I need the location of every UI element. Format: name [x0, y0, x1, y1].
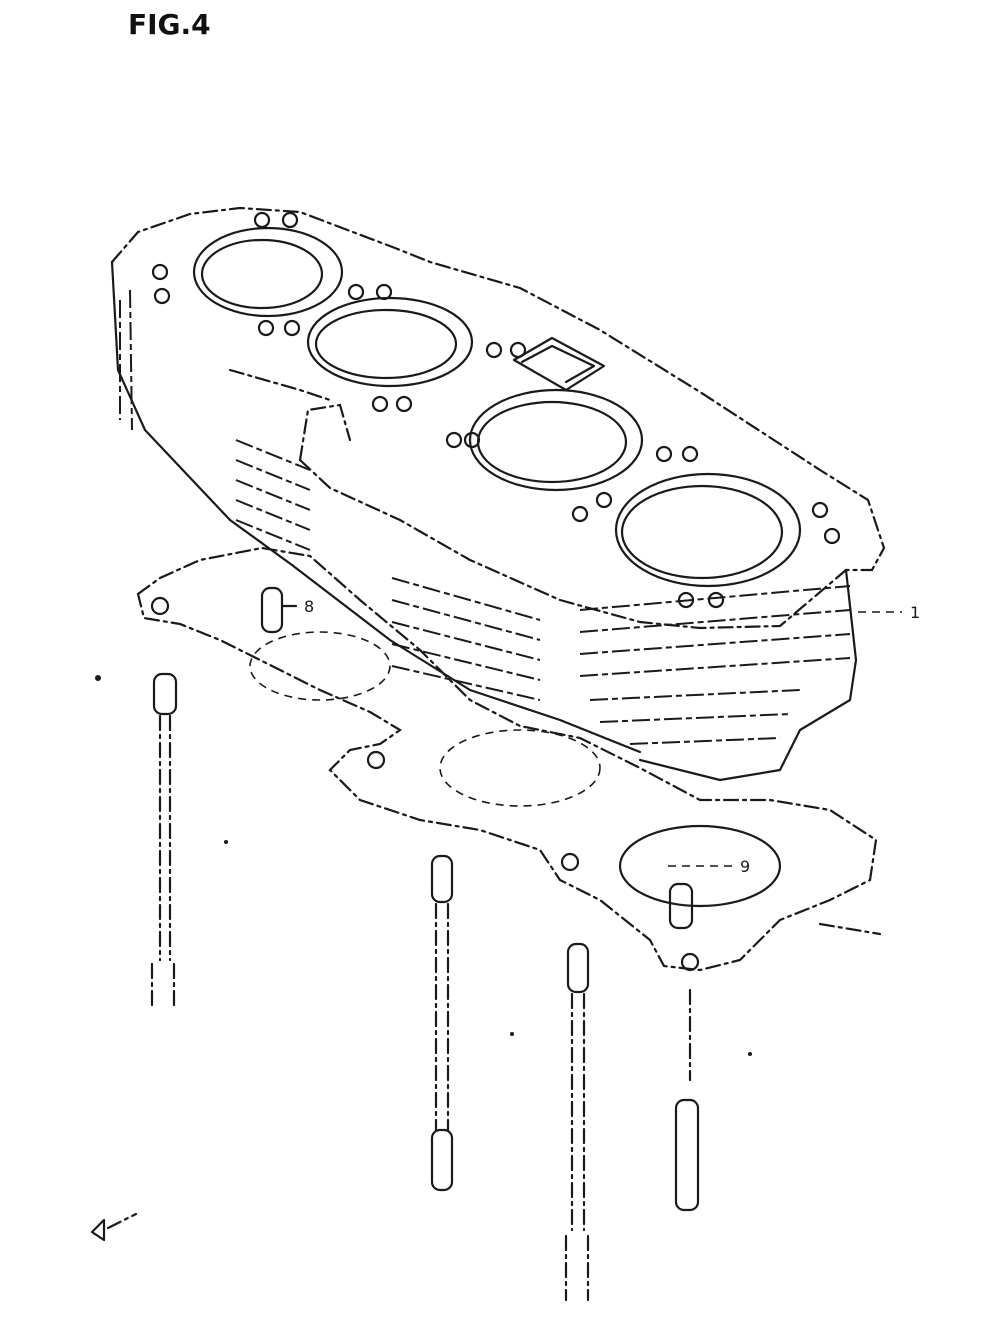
figure-title: FIG.4 — [128, 8, 211, 41]
cylinder-studs — [150, 672, 700, 1302]
cylinder-block — [110, 206, 886, 782]
callout-9: 9 — [740, 857, 750, 876]
base-gasket — [136, 546, 878, 972]
cylinder-bore-3 — [468, 388, 644, 492]
cylinder-bore-1 — [192, 226, 344, 318]
callout-1: 1 — [910, 603, 920, 622]
callouts: 1 8 9 — [304, 597, 920, 876]
callout-8: 8 — [304, 597, 314, 616]
cylinder-bore-4 — [614, 472, 802, 588]
dowel-pins — [260, 586, 882, 936]
cylinder-bore-2 — [306, 296, 474, 388]
stray-marks — [90, 675, 752, 1242]
